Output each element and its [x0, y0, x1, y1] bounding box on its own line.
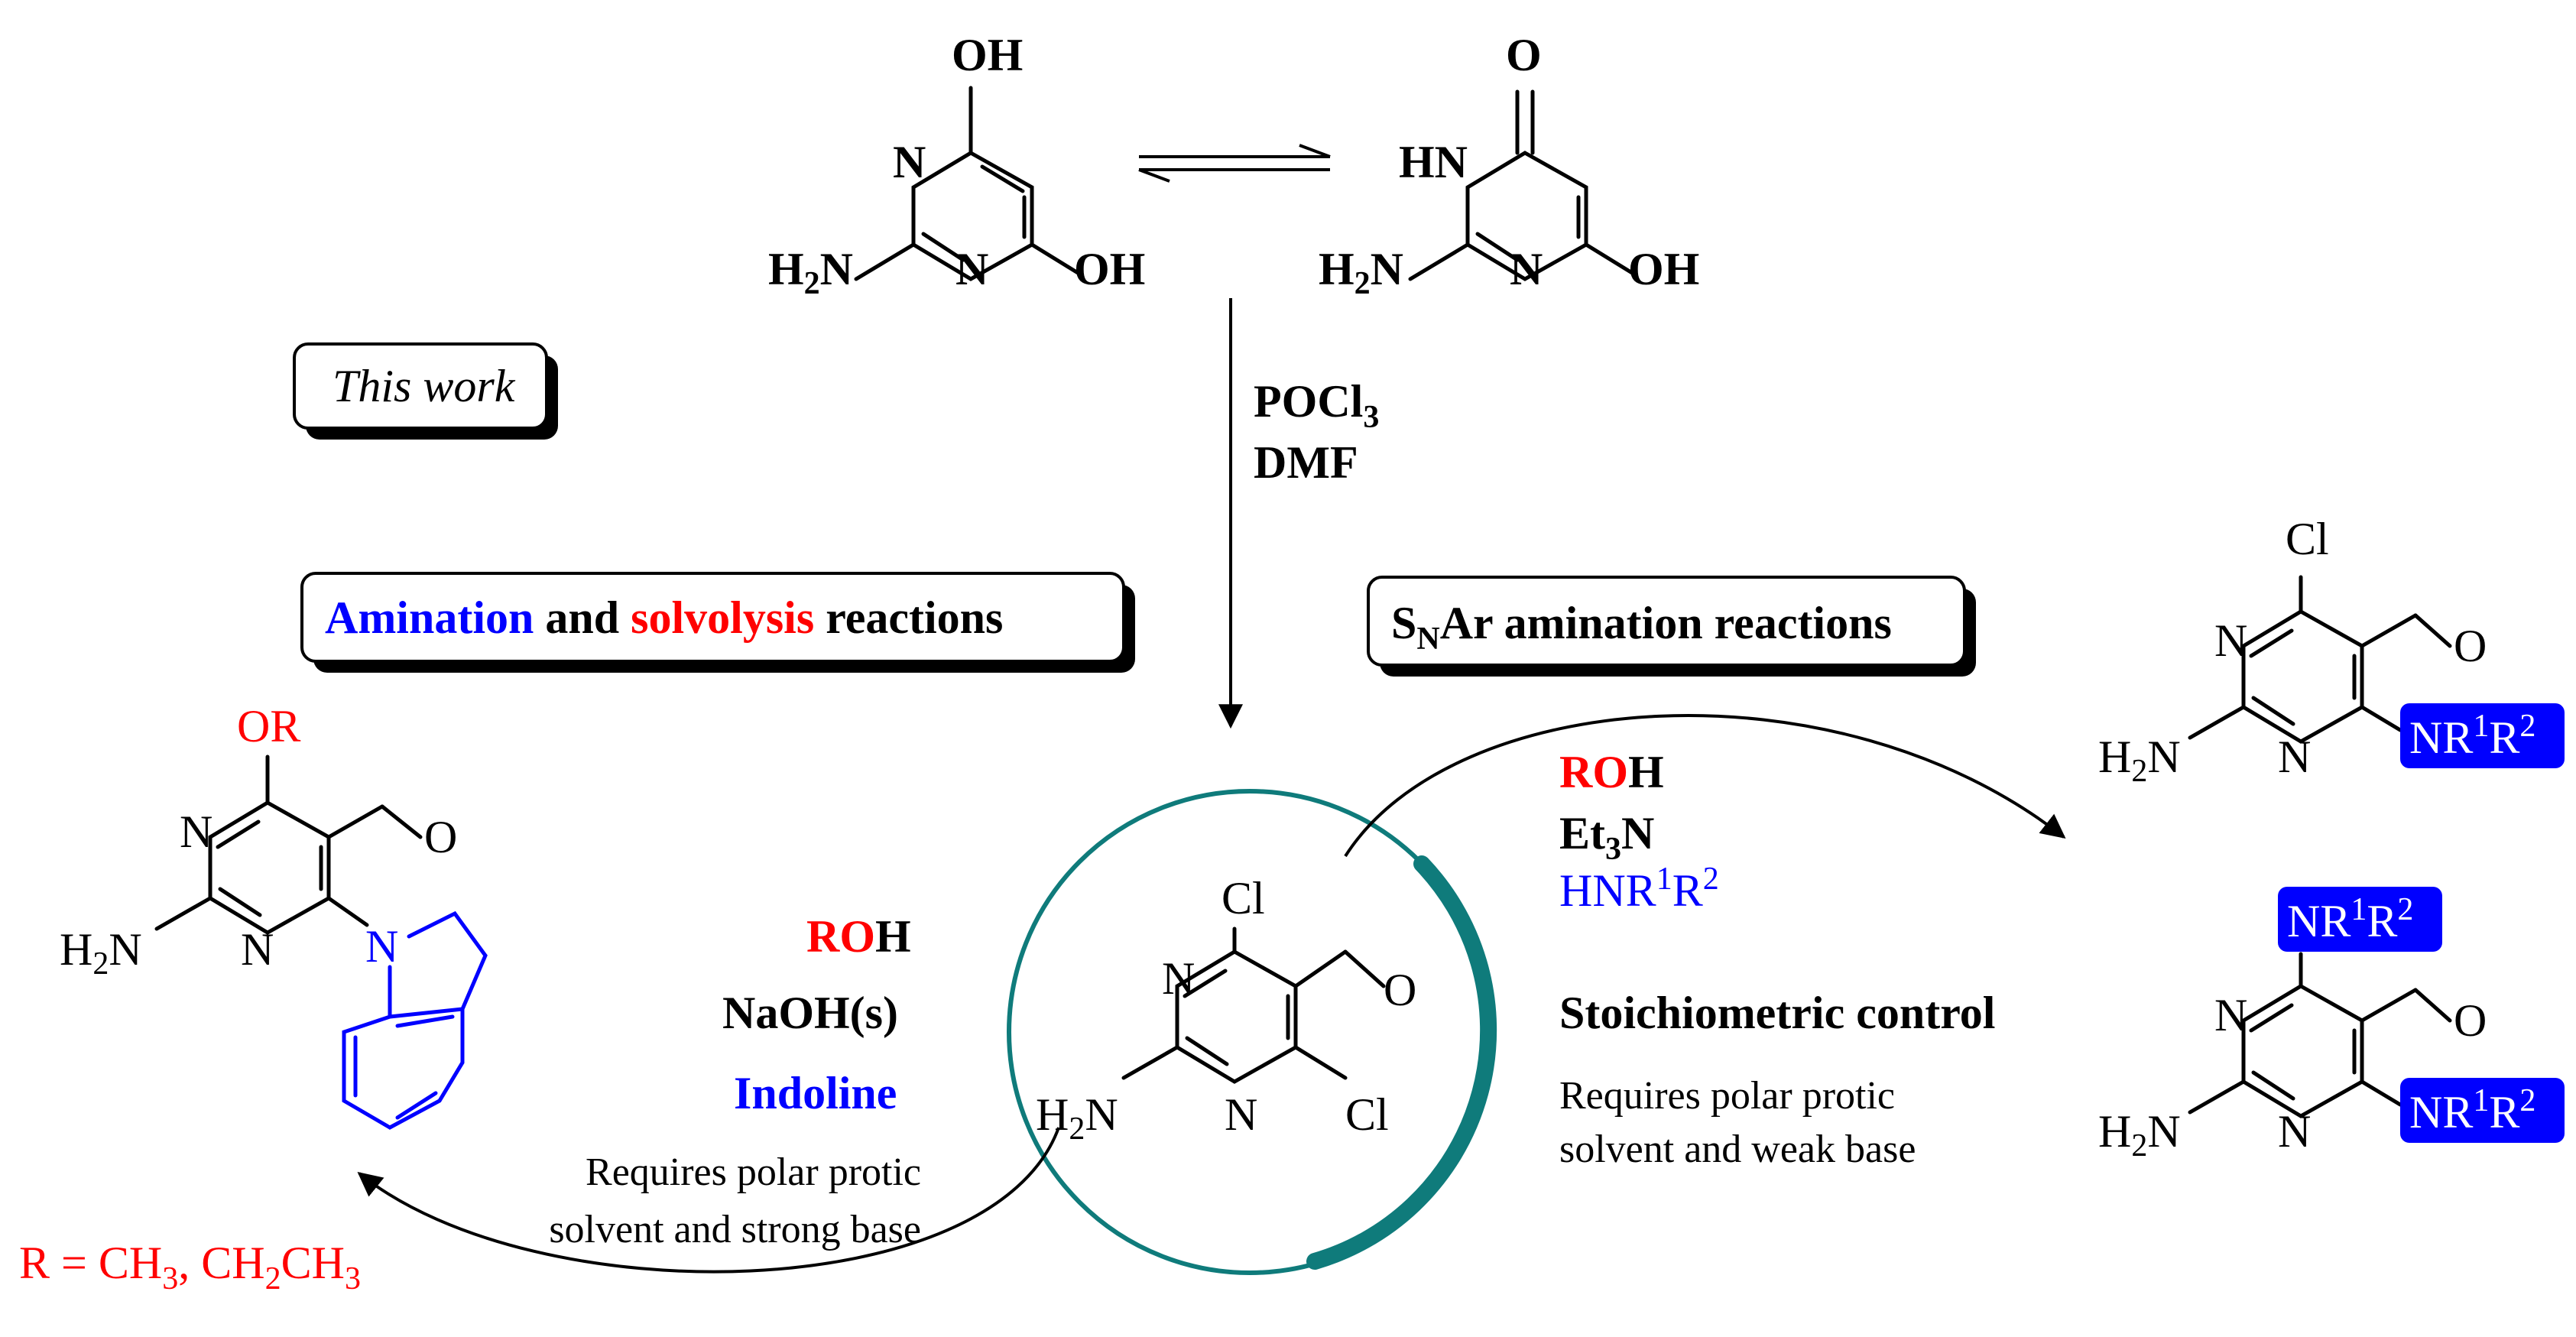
o-label: O	[1384, 965, 1416, 1015]
et3n-label: Et3N	[1559, 808, 1654, 867]
h2n-label: H2N	[2098, 732, 2181, 789]
h2n-label: H2N	[1036, 1089, 1118, 1147]
snar-title: SNAr amination reactions	[1391, 598, 1892, 657]
n-label: N	[180, 806, 213, 857]
indoline-label: Indoline	[734, 1068, 897, 1118]
left-product: OR N N O H2N N	[60, 701, 488, 1130]
n-label: N	[2278, 732, 2311, 782]
left-reagents: ROH NaOH(s) Indoline Requires polar prot…	[549, 911, 921, 1251]
o-label: O	[424, 812, 457, 862]
diol-pyrimidine: OH N N OH H2N	[768, 30, 1145, 301]
left-note-line2: solvent and strong base	[549, 1208, 921, 1251]
n-label: N	[893, 137, 926, 187]
n-label: N	[1510, 244, 1543, 294]
right-note-line1: Requires polar protic	[1559, 1074, 1895, 1118]
nr-badge	[2278, 887, 2442, 952]
amination-solvolysis-box: Amination and solvolysis reactions	[300, 572, 1135, 673]
stoichiometric-label: Stoichiometric control	[1559, 988, 1995, 1038]
central-circle	[1007, 789, 1497, 1275]
nr-badge	[2400, 703, 2565, 768]
pocl3-label: POCl3	[1254, 376, 1379, 435]
r-group-label: R = CH3, CH2CH3	[19, 1238, 361, 1296]
curved-arrow-left	[357, 1127, 1060, 1274]
right-product-mono: Cl N N O H2N NR1R2	[2098, 514, 2565, 789]
n-label: N	[2214, 990, 2247, 1040]
h2n-label: H2N	[1319, 244, 1403, 301]
right-reagents: ROH Et3N HNR1R2 Stoichiometric control R…	[1559, 747, 1995, 1171]
oh-label: OH	[1074, 244, 1145, 294]
n-label: N	[955, 244, 988, 294]
or-label: OR	[237, 701, 300, 751]
amine-label: HNR1R2	[1559, 862, 1719, 916]
o-label: O	[1506, 30, 1542, 80]
oh-label: OH	[952, 30, 1023, 80]
h2n-label: H2N	[60, 924, 142, 982]
curved-arrow-right	[1344, 714, 2066, 858]
right-note-line2: solvent and weak base	[1559, 1128, 1916, 1171]
nr1r2-label: NR1R2	[2287, 892, 2413, 946]
cl-label: Cl	[1221, 873, 1265, 923]
o-label: O	[2454, 621, 2487, 671]
n-label: N	[2278, 1106, 2311, 1157]
cl-label: Cl	[2286, 514, 2329, 564]
chlorination-arrow: POCl3 DMF	[1218, 298, 1379, 729]
right-product-di: NR1R2 N N O H2N NR1R2	[2098, 887, 2565, 1163]
n-label: N	[241, 924, 274, 975]
this-work-label: This work	[333, 361, 516, 411]
roh-label: ROH	[806, 911, 911, 962]
oh-label: OH	[1628, 244, 1699, 294]
n-label: N	[2214, 615, 2247, 666]
o-label: O	[2454, 995, 2487, 1046]
h2n-label: H2N	[768, 244, 853, 301]
n-label: N	[1162, 953, 1195, 1004]
nr-badge	[2400, 1078, 2565, 1143]
naoh-label: NaOH(s)	[722, 988, 898, 1038]
roh-label: ROH	[1559, 747, 1664, 797]
indoline-n-label: N	[365, 921, 398, 972]
nr1r2-label: NR1R2	[2409, 709, 2535, 763]
snar-box: SNAr amination reactions	[1367, 576, 1976, 677]
this-work-badge: This work	[293, 342, 558, 440]
h2n-label: H2N	[2098, 1106, 2181, 1163]
nr1r2-label: NR1R2	[2409, 1083, 2535, 1137]
dichloro-pyrimidine: Cl N N O Cl H2N	[1036, 873, 1416, 1147]
n-label: N	[1225, 1089, 1257, 1140]
equilibrium-arrows	[1138, 144, 1331, 183]
pyrimidinone: O HN N OH H2N	[1319, 30, 1699, 301]
hn-label: HN	[1399, 137, 1468, 187]
cl-label: Cl	[1345, 1089, 1389, 1140]
left-note-line1: Requires polar protic	[586, 1150, 921, 1194]
dmf-label: DMF	[1254, 437, 1358, 488]
amination-solvolysis-title: Amination and solvolysis reactions	[325, 592, 1003, 643]
